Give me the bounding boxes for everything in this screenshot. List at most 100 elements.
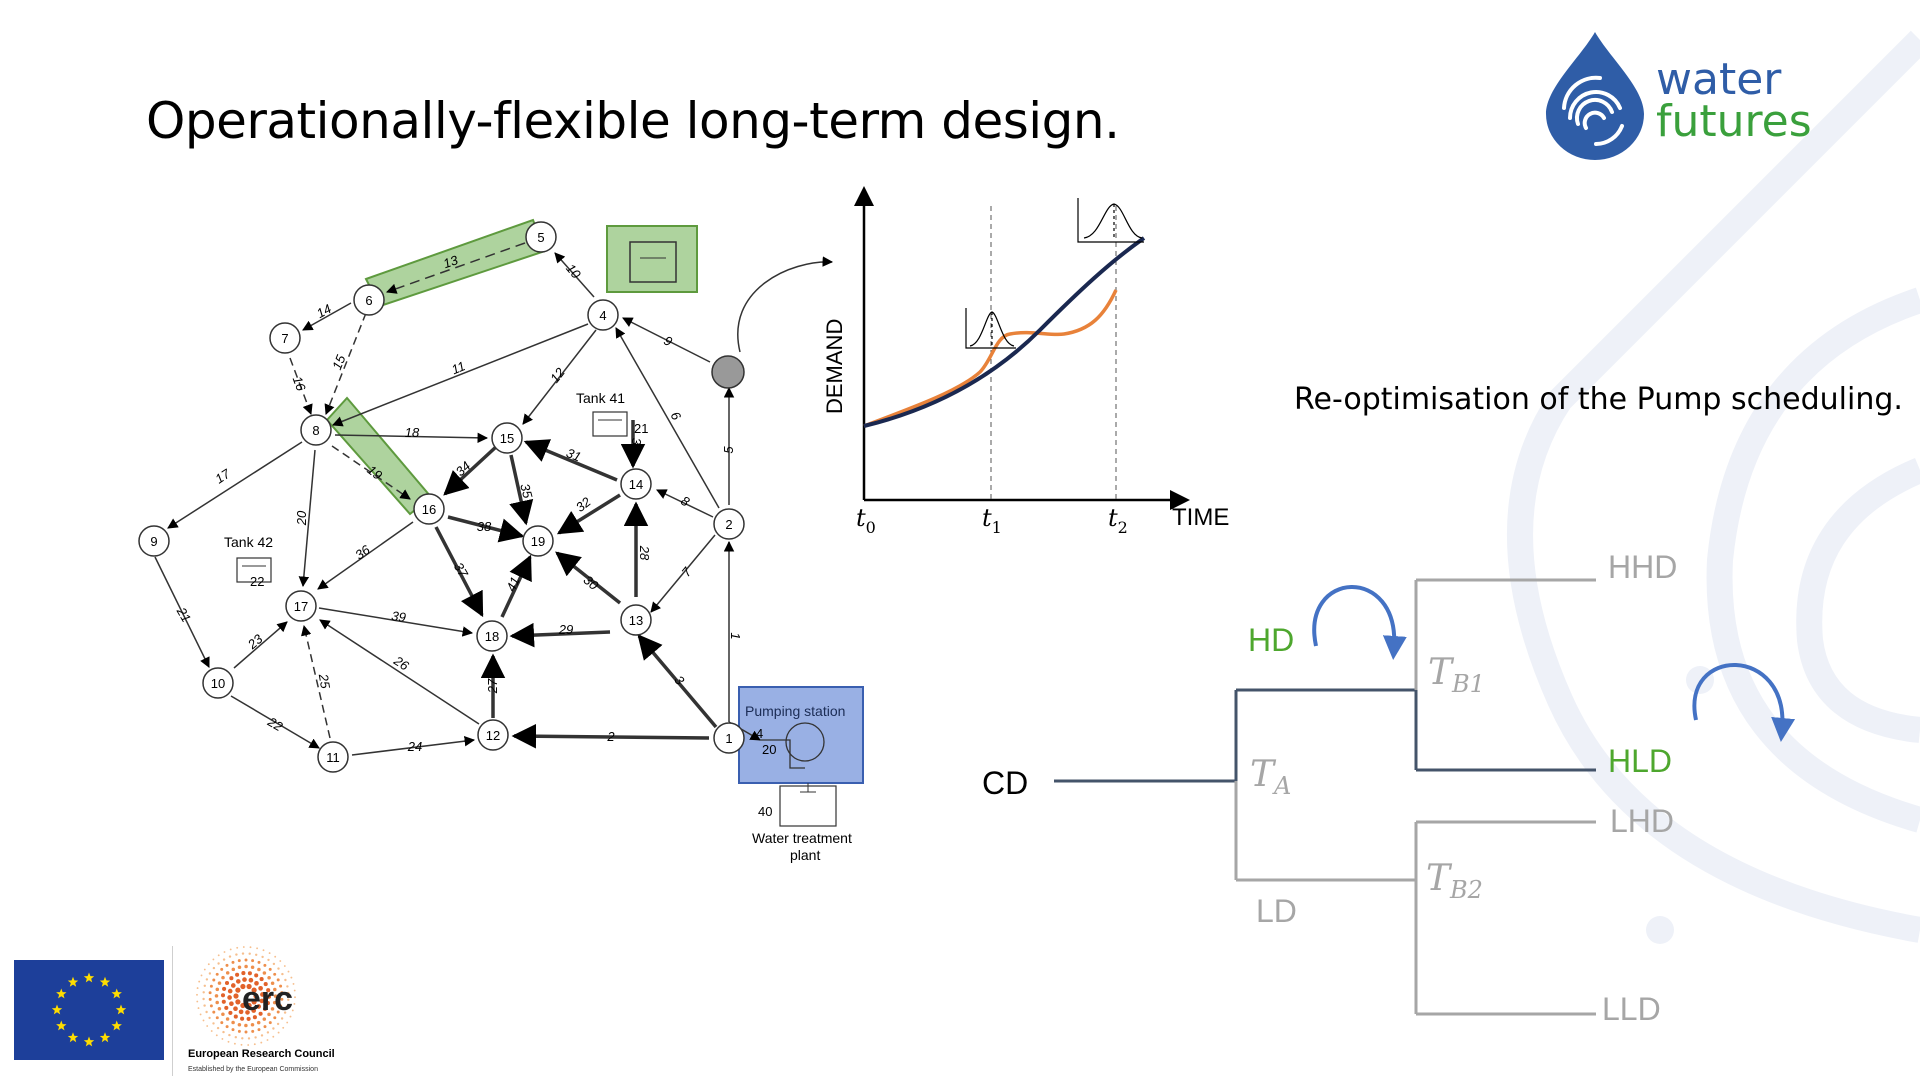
pipe-10 (554, 252, 595, 298)
erc-dot (209, 984, 213, 988)
erc-dot (293, 989, 296, 992)
junction-node: 7 (269, 322, 301, 354)
erc-dot (229, 948, 232, 951)
erc-dot (220, 993, 226, 998)
erc-dot (260, 992, 265, 997)
erc-dot (258, 1011, 263, 1016)
eu-star-icon (115, 1004, 127, 1015)
erc-dot (224, 980, 230, 986)
erc-dot (237, 965, 242, 969)
erc-dot (267, 975, 271, 980)
erc-dot (290, 976, 293, 979)
junction-node-circle (477, 719, 509, 751)
junction-node-circle (138, 525, 170, 557)
erc-dot (220, 967, 224, 971)
erc-dot (272, 1035, 275, 1038)
junction-node-circle (300, 414, 332, 446)
pipe-41 (500, 554, 532, 618)
erc-dot (262, 949, 265, 952)
tank-41-label: Tank 41 (576, 390, 625, 406)
junction-node: 19 (522, 525, 554, 557)
pipe-label: 25 (316, 672, 334, 691)
tree-ld: LD (1256, 893, 1297, 929)
erc-dot (206, 1025, 209, 1027)
erc-dot (221, 1037, 224, 1040)
junction-node-circle (317, 741, 349, 773)
eu-star-icon (111, 988, 122, 999)
junction-node-label: 9 (150, 534, 157, 549)
erc-dot (225, 963, 229, 967)
erc-dot (240, 983, 246, 990)
erc-dot (208, 997, 212, 1001)
erc-dot (227, 988, 233, 994)
erc-dot (283, 965, 286, 967)
junction-node-circle (525, 221, 557, 253)
junction-node: 8 (300, 414, 332, 446)
junction-node-label: 13 (629, 613, 643, 628)
erc-dot (289, 1015, 292, 1018)
erc-dot (247, 971, 252, 976)
erc-wordmark: erc (242, 980, 293, 1018)
erc-dot (196, 993, 198, 996)
erc-dot (199, 1013, 202, 1016)
distribution-inset-t2 (1077, 198, 1144, 243)
erc-dot (276, 1010, 280, 1014)
erc-dot (217, 962, 220, 965)
junction-node: 5 (525, 221, 557, 253)
pipe-26 (319, 619, 480, 725)
erc-dot (251, 999, 257, 1005)
eu-star-icon (83, 1036, 95, 1047)
pipe-label: 1 (728, 632, 743, 639)
junction-node-label: 1 (725, 731, 732, 746)
junction-node-circle (713, 508, 745, 540)
erc-dot (272, 1027, 275, 1030)
erc-dot (222, 986, 227, 991)
junction-node: 17 (285, 590, 317, 622)
erc-subtitle: Established by the European Commission (188, 1066, 318, 1073)
pipe-label: 35 (517, 482, 535, 501)
junction-node-label: 4 (599, 308, 606, 323)
erc-dot (205, 978, 209, 981)
pipe-7 (650, 534, 716, 613)
junction-node-label: 14 (629, 477, 643, 492)
erc-dot (272, 962, 276, 966)
erc-dots-icon: erc (196, 946, 296, 1046)
tank-41: Tank 41 21 (576, 390, 648, 437)
erc-dot (277, 1031, 280, 1034)
erc-dot (284, 978, 287, 982)
erc-dot (256, 947, 259, 950)
erc-dot (266, 994, 272, 999)
junction-node-circle (476, 620, 508, 652)
pipe-14 (302, 302, 352, 331)
pipe-34 (443, 444, 499, 496)
junction-node-circle (413, 493, 445, 525)
erc-dot (228, 955, 232, 958)
erc-dot (286, 1021, 289, 1024)
erc-dot (203, 968, 206, 971)
water-drop-icon (1546, 32, 1644, 160)
erc-dot (263, 963, 267, 967)
pipe-12 (522, 329, 597, 425)
junction-node-label: 12 (486, 728, 500, 743)
pipe-6 (615, 327, 720, 509)
erc-dot (244, 958, 248, 962)
eu-star-icon (56, 1020, 67, 1031)
eu-star-icon (51, 1004, 63, 1015)
erc-dot (252, 1015, 257, 1020)
slide-title: Operationally-flexible long-term design. (146, 92, 1120, 150)
tick-t1: t1 (982, 504, 1002, 537)
pipe-30 (555, 551, 622, 605)
erc-dot (225, 971, 230, 975)
erc-dot (198, 980, 201, 983)
erc-dot (242, 977, 247, 982)
tree-lld: LLD (1602, 991, 1661, 1027)
erc-dot (272, 1000, 277, 1005)
junction-node: 2 (713, 508, 745, 540)
erc-dot (276, 1022, 280, 1026)
distribution-inset-t1 (965, 308, 1016, 349)
junction-node: 11 (317, 741, 349, 773)
erc-dot (235, 979, 241, 984)
erc-dot (230, 983, 236, 988)
erc-dot (249, 946, 252, 949)
